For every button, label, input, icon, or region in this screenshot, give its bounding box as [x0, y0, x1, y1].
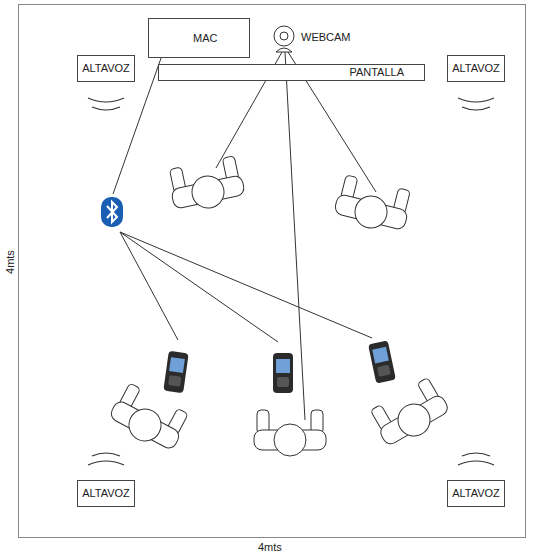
camera-label: WEBCAM: [301, 31, 351, 43]
dimension-label: 4mts: [258, 541, 282, 553]
dimension-label: 4mts: [4, 250, 16, 274]
node-label: ALTAVOZ: [452, 487, 500, 499]
screen-band: PANTALLA: [158, 64, 425, 81]
node-label: MAC: [193, 32, 217, 44]
node-label: ALTAVOZ: [82, 487, 130, 499]
speaker-box: ALTAVOZ: [77, 55, 135, 82]
node-label: PANTALLA: [349, 66, 404, 78]
computer-box: MAC: [148, 18, 250, 58]
speaker-box: ALTAVOZ: [77, 480, 135, 507]
speaker-box: ALTAVOZ: [447, 480, 505, 507]
node-label: ALTAVOZ: [452, 62, 500, 74]
speaker-box: ALTAVOZ: [447, 55, 505, 82]
node-label: ALTAVOZ: [82, 62, 130, 74]
